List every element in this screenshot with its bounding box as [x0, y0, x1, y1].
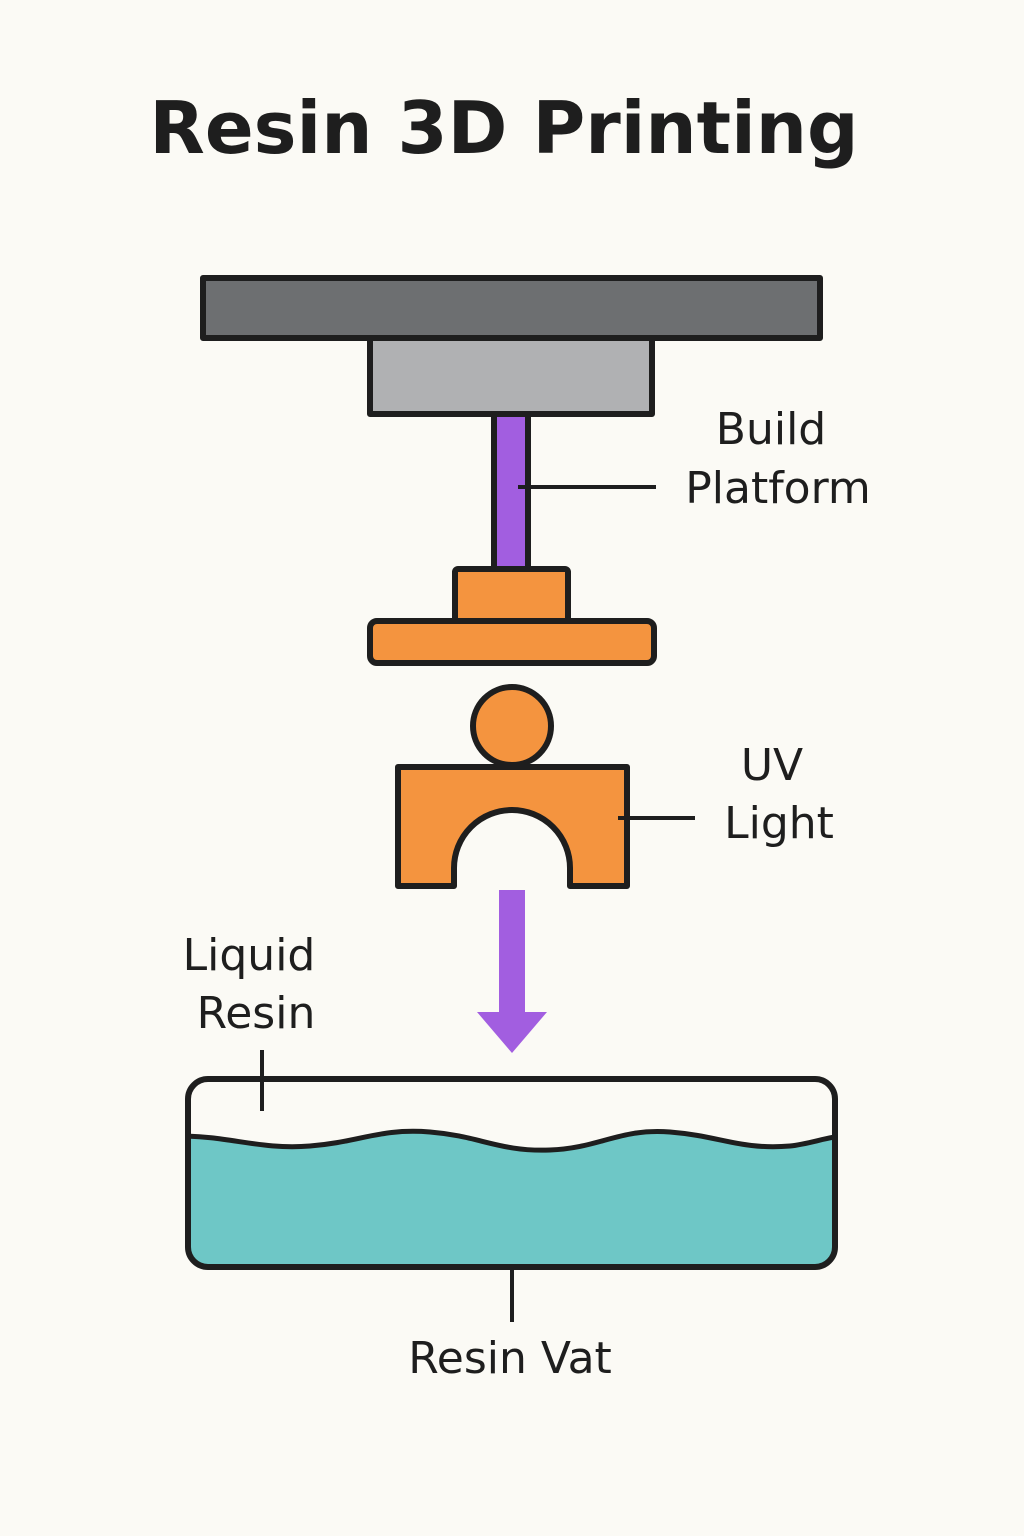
resin-vat-label: Resin Vat — [408, 1333, 612, 1384]
uv-light-label: UV Light — [724, 740, 834, 849]
uv-beam-arrowhead — [477, 1012, 547, 1053]
build-platform-label: Build Platform — [685, 404, 871, 514]
build-platform-label-line1: Build — [716, 404, 826, 455]
uv-light-label-line1: UV — [741, 740, 803, 791]
uv-light-housing — [395, 764, 630, 889]
top-gantry-bar — [200, 275, 823, 341]
liquid-resin-fill — [188, 1131, 835, 1267]
diagram-title: Resin 3D Printing — [149, 86, 858, 170]
liquid-resin-label-line1: Liquid — [183, 930, 316, 981]
platform-mount — [367, 335, 655, 417]
uv-beam-shaft — [499, 890, 525, 1014]
liquid-resin-label: Liquid Resin — [183, 930, 330, 1039]
liquid-resin-label-line2: Resin — [197, 988, 316, 1039]
liquid-resin-surface — [188, 1128, 835, 1153]
build-platform-plate — [367, 618, 657, 666]
uv-light-label-line2: Light — [724, 798, 834, 849]
z-axis-rod — [491, 411, 531, 573]
build-platform-stem — [452, 566, 571, 624]
build-platform-label-line2: Platform — [685, 463, 871, 514]
uv-light-lens — [470, 684, 554, 768]
